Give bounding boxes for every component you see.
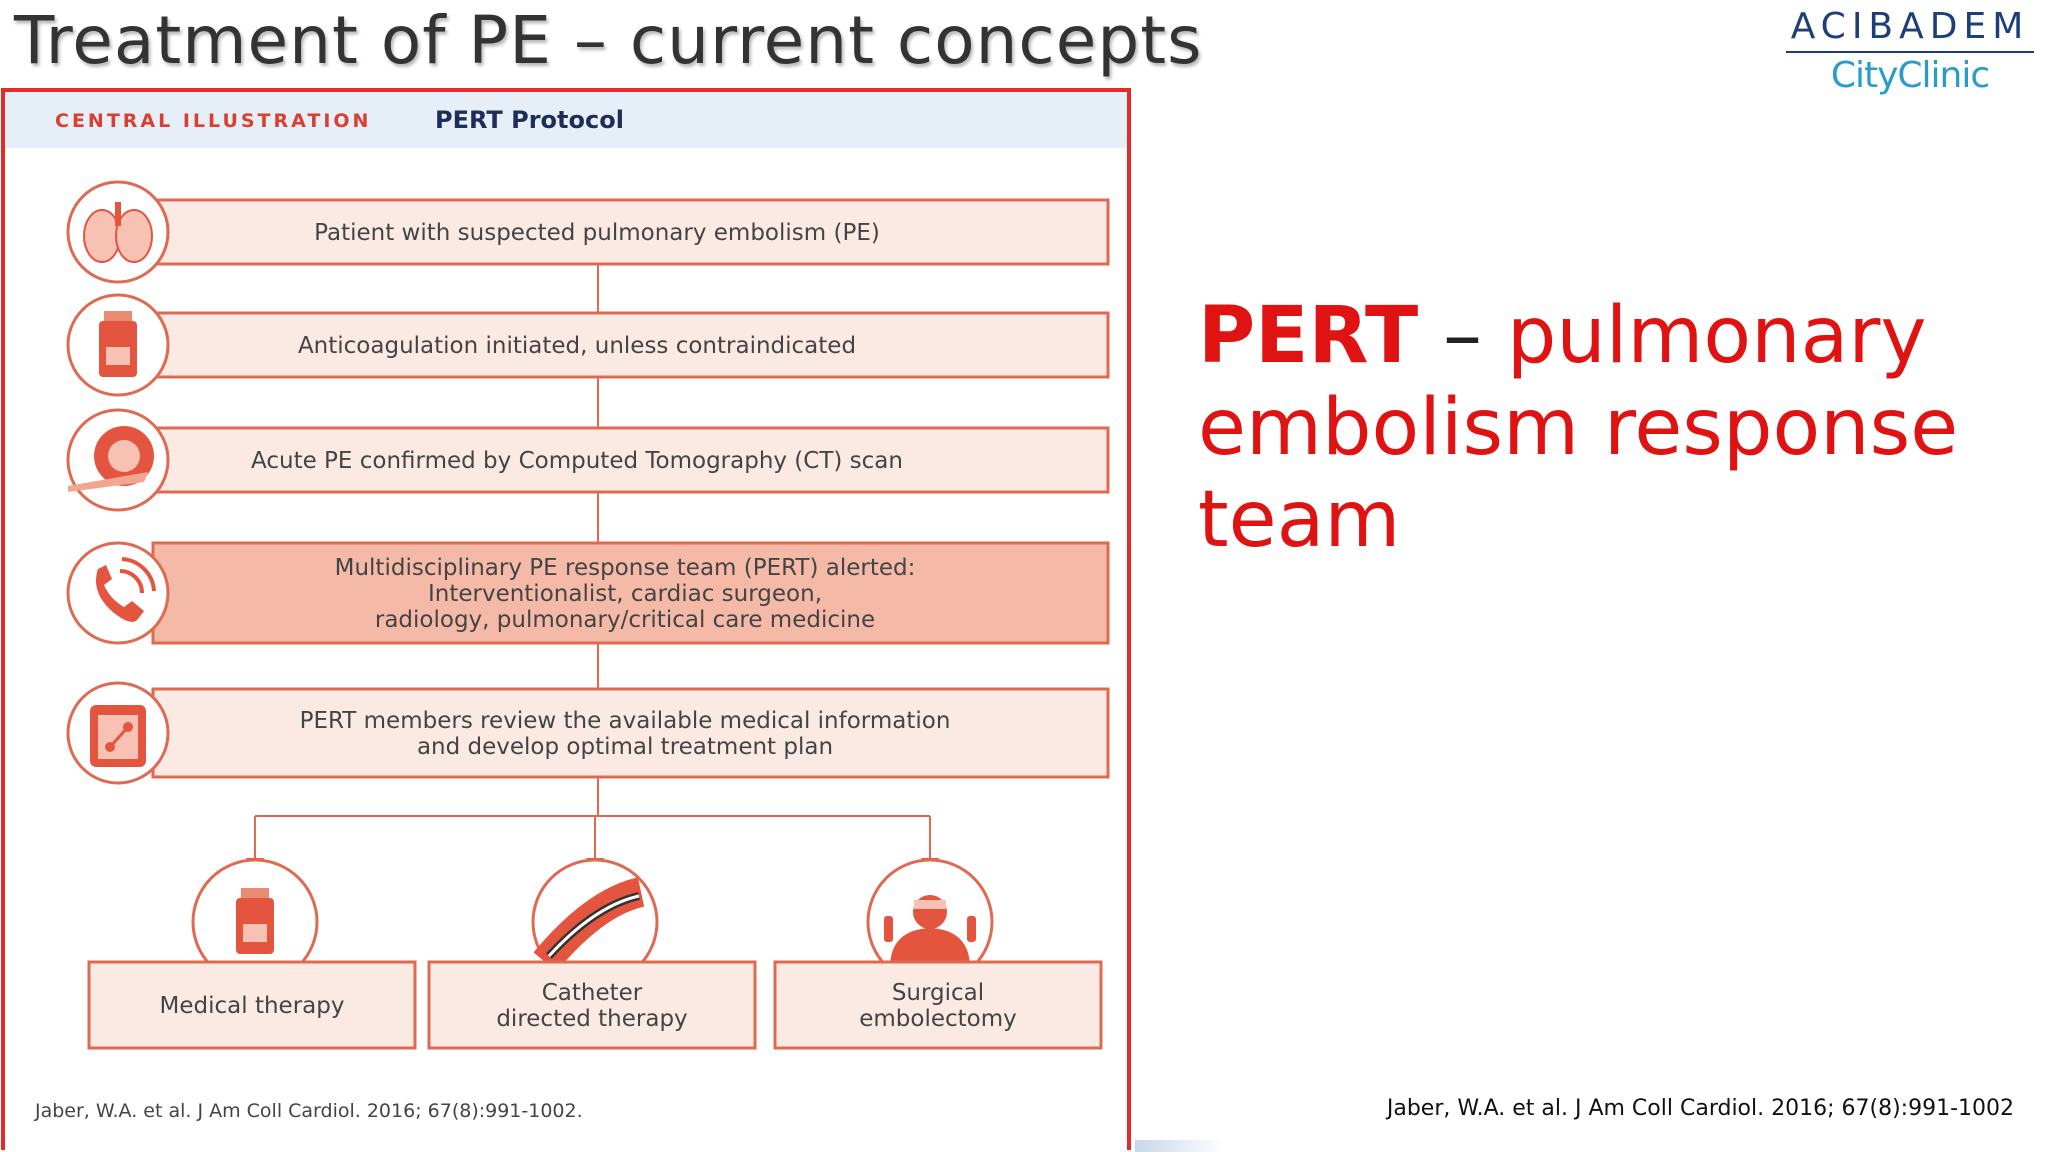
step-box [151,687,1110,779]
surgeon-hand-left [884,916,893,942]
outcome-box [87,960,417,1050]
lung-left [83,209,121,263]
step-box [151,541,1110,645]
slide-title: Treatment of PE – current concepts [14,2,1203,79]
step-box [151,426,1110,494]
scanner-bore [108,440,140,472]
step-text-line: and develop optimal treatment plan [417,734,833,760]
step-text: Patient with suspected pulmonary embolis… [314,220,880,246]
step-1: Patient with suspected pulmonary embolis… [66,180,1110,284]
phone-wave-inner [119,569,144,594]
ct-scanner-icon [68,426,154,492]
step-icon-circle [66,541,170,645]
step-text-line: Acute PE confirmed by Computed Tomograph… [251,448,903,474]
pert-protocol-figure: CENTRAL ILLUSTRATION PERT Protocol Patie… [1,88,1131,1150]
step-text-line: Multidisciplinary PE response team (PERT… [335,555,916,581]
step-text-line: Medical therapy [160,993,345,1019]
step-text: Anticoagulation initiated, unless contra… [298,333,856,359]
clipboard-link [108,725,130,749]
pert-flowchart: Patient with suspected pulmonary embolis… [66,180,1110,1050]
step-text: Acute PE confirmed by Computed Tomograph… [251,448,903,474]
outcome-box [427,960,757,1050]
phone-wave-outer [121,557,156,592]
step-text-line: radiology, pulmonary/critical care medic… [375,607,875,633]
acibadem-logo: ACIBADEM CityClinic [1780,6,2040,96]
figure-header: CENTRAL ILLUSTRATION PERT Protocol [5,92,1127,148]
slide-citation: Jaber, W.A. et al. J Am Coll Cardiol. 20… [1386,1096,2014,1121]
outcome-box [773,960,1103,1050]
logo-bottom-text: CityClinic [1830,55,1990,96]
figure-label: CENTRAL ILLUSTRATION [55,110,372,132]
phone-icon [96,557,156,622]
catheter-highlight [547,894,640,958]
bottle-cap [104,311,132,321]
step-text-line: Catheter [542,980,643,1006]
step-text: PERT members review the available medica… [300,708,951,760]
step-3: Acute PE confirmed by Computed Tomograph… [66,408,1110,512]
step-box [151,311,1110,379]
step-text-line: Patient with suspected pulmonary embolis… [314,220,880,246]
lung-right [115,209,153,263]
pert-definition: PERT – pulmonary embolism response team [1198,290,2018,566]
surgeon-hand-right [967,916,976,942]
step-text: Medical therapy [160,993,345,1019]
pert-definition-text: pulmonary embolism response team [1198,291,1959,565]
step-text-line: Interventionalist, cardiac surgeon, [428,581,822,607]
step-text-line: directed therapy [496,1006,687,1032]
scanner-table [68,472,148,492]
corner-accent [1135,1140,1225,1152]
pert-abbreviation: PERT [1198,291,1419,381]
phone-handset [96,565,144,622]
trachea [115,202,121,226]
lungs-icon [83,202,153,263]
catheter-icon [533,877,645,972]
rx-bottle-icon [236,888,274,954]
step-text-line: PERT members review the available medica… [300,708,951,734]
step-text-line: Surgical [892,980,984,1006]
step-text-line: embolectomy [859,1006,1017,1032]
step-4: Multidisciplinary PE response team (PERT… [66,541,1110,645]
bottle-cap [241,888,269,898]
step-text: Multidisciplinary PE response team (PERT… [335,555,916,633]
outcome-1: Medical therapy [87,858,417,1050]
figure-title: PERT Protocol [435,106,624,134]
bottle-label [243,924,267,942]
step-2: Anticoagulation initiated, unless contra… [66,293,1110,397]
pert-dash: – [1418,291,1507,381]
step-5: PERT members review the available medica… [66,681,1110,785]
figure-citation: Jaber, W.A. et al. J Am Coll Cardiol. 20… [35,1100,583,1122]
bottle-label [106,347,130,365]
step-box [151,198,1110,266]
surgeon-body [890,928,970,968]
surgeon-icon [884,895,976,968]
step-text-line: Anticoagulation initiated, unless contra… [298,333,856,359]
rx-bottle-icon [99,311,137,377]
logo-top-text: ACIBADEM [1790,6,2030,47]
clipboard-icon [90,705,146,767]
logo-divider [1786,51,2034,53]
surgeon-cap [914,900,946,909]
